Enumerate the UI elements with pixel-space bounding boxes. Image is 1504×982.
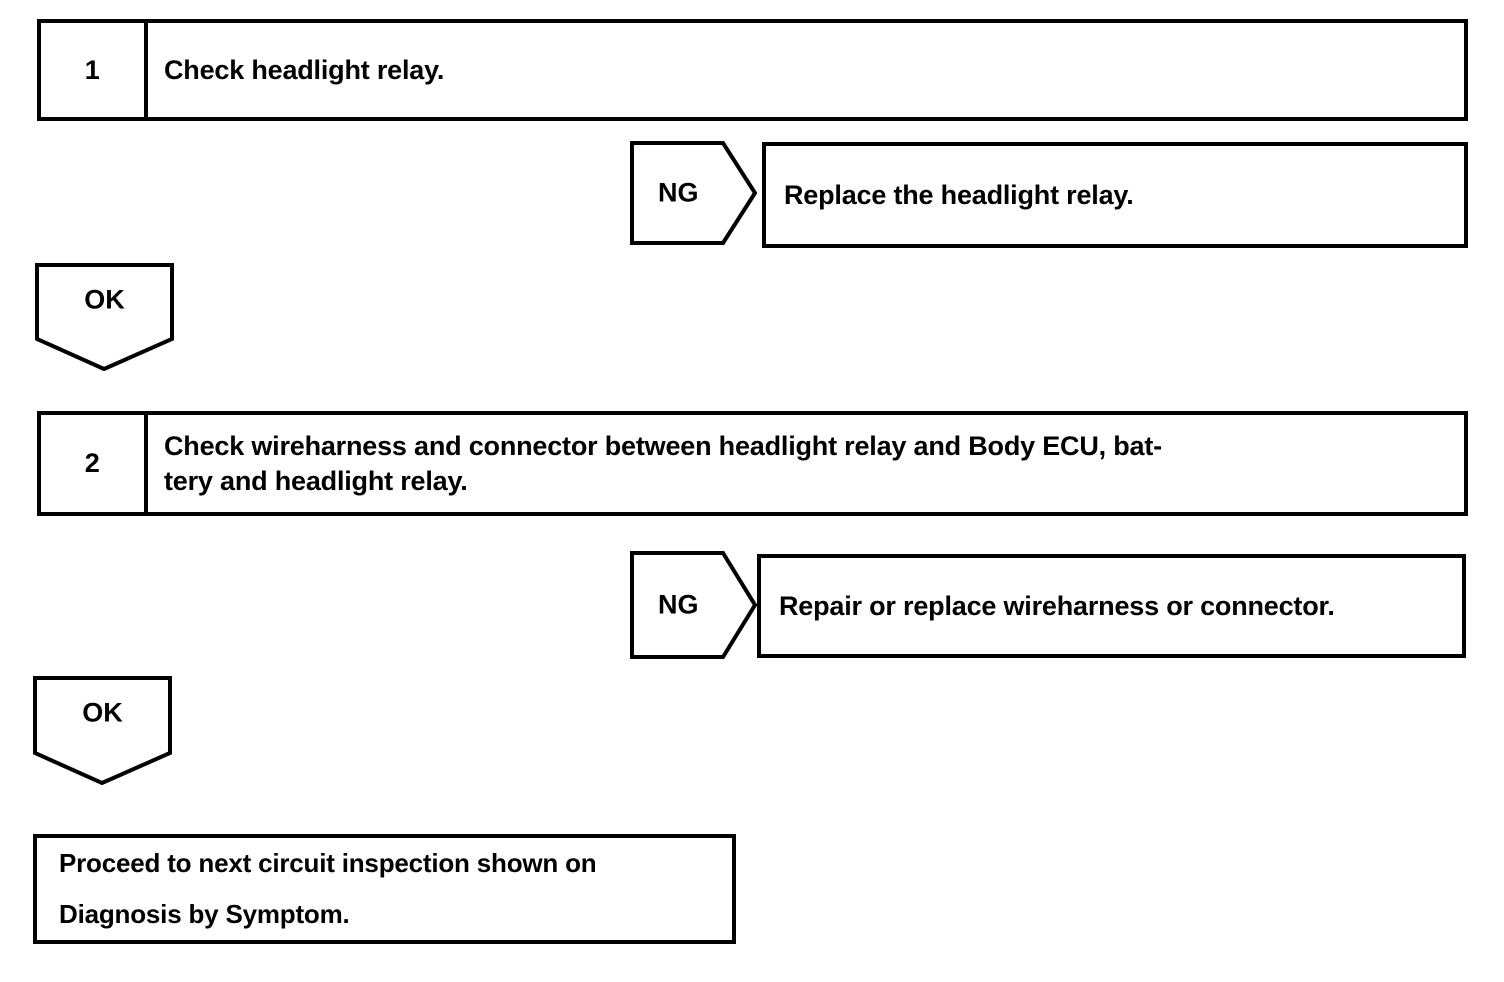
step-number-2: 2 — [41, 415, 148, 512]
terminal-text: Proceed to next circuit inspection shown… — [59, 848, 597, 929]
step-box-2: 2 Check wireharness and connector betwee… — [37, 411, 1468, 516]
ng-arrow-1: NG — [630, 141, 757, 245]
ok-arrow-shape-icon — [35, 263, 174, 371]
ng-result-text-1: Replace the headlight relay. — [784, 179, 1134, 210]
ng-result-box-2: Repair or replace wireharness or connect… — [757, 554, 1466, 658]
step-text-2: Check wireharness and connector between … — [164, 430, 1162, 496]
ok-arrow-shape-icon — [33, 676, 172, 785]
ng-arrow-shape-icon — [630, 551, 757, 659]
terminal-box: Proceed to next circuit inspection shown… — [33, 834, 736, 944]
ok-arrow-1: OK — [35, 263, 174, 371]
ng-result-text-2: Repair or replace wireharness or connect… — [779, 590, 1335, 621]
ng-arrow-shape-icon — [630, 141, 757, 245]
step-box-1: 1 Check headlight relay. — [37, 19, 1468, 121]
step-number-1: 1 — [41, 23, 148, 117]
ok-arrow-2: OK — [33, 676, 172, 785]
ng-arrow-2: NG — [630, 551, 757, 659]
ng-result-box-1: Replace the headlight relay. — [762, 142, 1468, 248]
step-text-1: Check headlight relay. — [164, 54, 445, 85]
